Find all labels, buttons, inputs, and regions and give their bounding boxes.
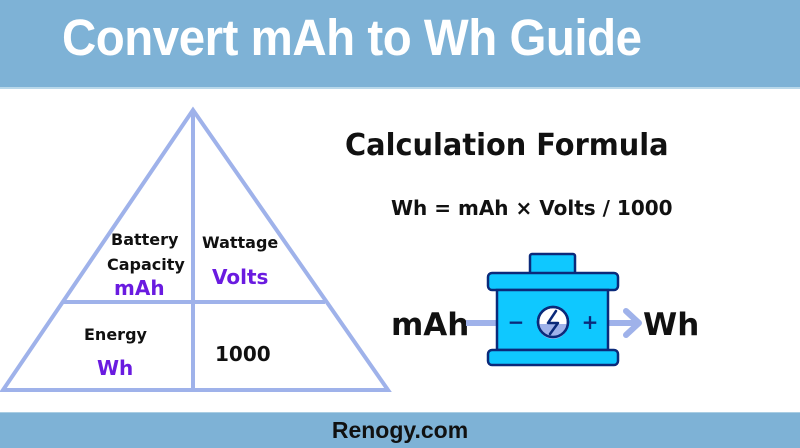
volts-unit-label: Volts	[212, 265, 269, 289]
energy-label: Energy	[84, 325, 147, 344]
formula-triangle-diagram	[0, 106, 392, 392]
battery-icon	[486, 252, 620, 367]
arrow-right-icon	[608, 308, 642, 338]
divisor-1000: 1000	[215, 342, 271, 366]
page-title: Convert mAh to Wh Guide	[62, 9, 642, 66]
battery-conversion-graphic: − +	[466, 252, 642, 367]
formula-text: Wh = mAh × Volts / 1000	[391, 196, 673, 220]
wattage-label: Wattage	[202, 233, 279, 252]
wh-unit-label: Wh	[97, 356, 134, 380]
battery-minus-sign: −	[508, 310, 525, 334]
battery-capacity-label-line2: Capacity	[107, 255, 185, 274]
flow-output-wh: Wh	[643, 307, 700, 343]
mah-unit-label: mAh	[114, 276, 165, 300]
header-banner: Convert mAh to Wh Guide	[0, 0, 800, 89]
footer-banner: Renogy.com	[0, 412, 800, 448]
battery-capacity-label-line1: Battery	[111, 230, 179, 249]
calculation-formula-heading: Calculation Formula	[345, 128, 669, 163]
footer-site-link[interactable]: Renogy.com	[331, 417, 469, 443]
lightning-icon	[536, 305, 570, 339]
triangle-outline	[0, 106, 392, 392]
flow-input-mah: mAh	[391, 307, 470, 343]
battery-plus-sign: +	[582, 310, 599, 334]
